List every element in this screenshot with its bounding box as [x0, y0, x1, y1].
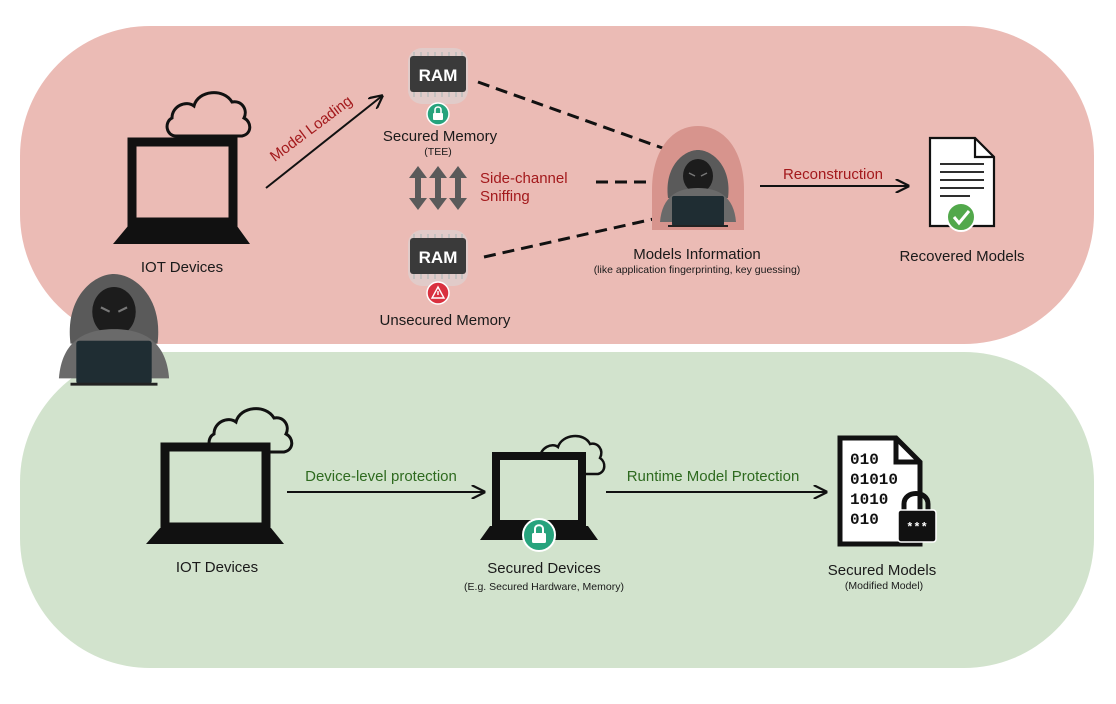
svg-text:010: 010 — [850, 451, 879, 469]
side-channel-arrows-icon — [409, 166, 467, 210]
secured-memory-label: Secured Memory — [382, 128, 498, 145]
device-level-protection-label: Device-level protection — [305, 468, 457, 485]
runtime-model-protection-label: Runtime Model Protection — [626, 468, 800, 485]
svg-text:***: *** — [906, 521, 928, 535]
modified-model-label: (Modified Model) — [844, 580, 924, 592]
svg-text:1010: 1010 — [850, 491, 888, 509]
external-hacker-icon — [57, 272, 171, 386]
check-icon — [946, 202, 976, 232]
svg-text:RAM: RAM — [419, 66, 458, 85]
models-information-detail: (like application fingerprinting, key gu… — [593, 264, 801, 276]
unsecured-memory-label: Unsecured Memory — [379, 312, 511, 329]
tee-label: (TEE) — [424, 146, 452, 158]
svg-text:RAM: RAM — [419, 248, 458, 267]
svg-text:01010: 01010 — [850, 471, 898, 489]
reconstruction-label: Reconstruction — [782, 166, 884, 183]
secured-model-file-icon: 010 01010 1010 010 — [837, 435, 923, 547]
iot-laptop-icon — [146, 407, 294, 544]
model-loading-arrow — [265, 96, 382, 189]
secured-ram-icon: RAM — [407, 47, 469, 105]
recovered-document-icon — [928, 136, 996, 228]
secured-devices-label: Secured Devices — [487, 560, 601, 577]
iot-laptop-icon — [113, 91, 252, 244]
svg-text:010: 010 — [850, 511, 879, 529]
secured-models-label: Secured Models — [827, 562, 937, 579]
padlock-icon: *** — [897, 491, 937, 543]
sniffing-label: Sniffing — [480, 188, 530, 205]
warning-icon — [426, 281, 450, 305]
side-channel-label: Side-channel — [480, 170, 568, 187]
lock-icon — [426, 102, 450, 126]
secured-devices-detail: (E.g. Secured Hardware, Memory) — [464, 581, 624, 593]
unsecured-ram-icon: RAM — [407, 229, 469, 287]
iot-devices-label: IOT Devices — [175, 559, 259, 576]
sniffing-dashed-lines — [477, 80, 669, 259]
models-information-label: Models Information — [633, 246, 761, 263]
attacker-hacker-icon — [652, 126, 744, 230]
recovered-models-label: Recovered Models — [899, 248, 1025, 265]
iot-devices-label: IOT Devices — [140, 259, 224, 276]
lock-icon — [522, 518, 556, 552]
